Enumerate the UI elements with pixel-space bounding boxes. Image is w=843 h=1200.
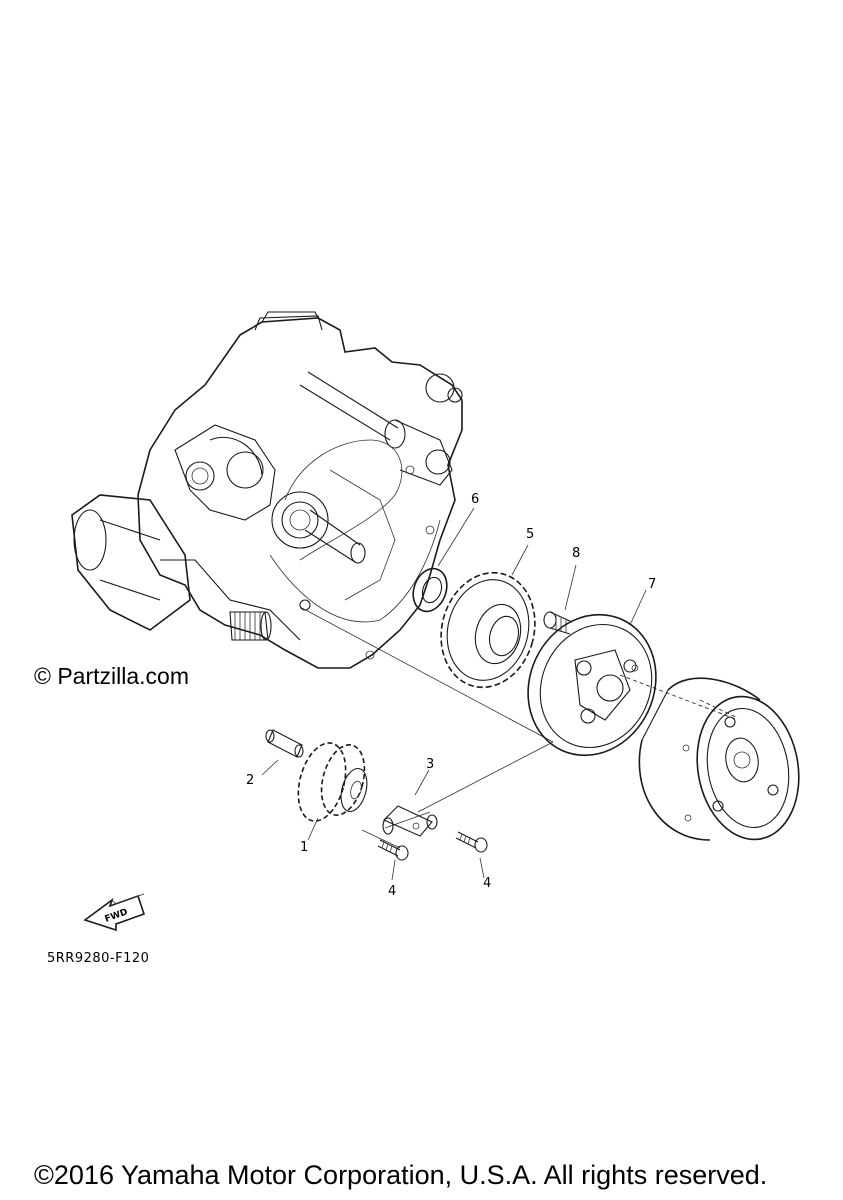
fwd-arrow-icon: FWD [83,893,146,932]
callout-7[interactable]: 7 [648,577,657,592]
callout-5[interactable]: 5 [526,527,535,542]
crankcase-assembly [71,311,463,669]
part-3-shaft [382,805,438,837]
callout-2[interactable]: 2 [246,773,255,788]
part-1-idler-gear [297,742,368,822]
watermark: © Partzilla.com [34,663,189,689]
part-4-screw-left [377,839,409,861]
callout-8[interactable]: 8 [572,546,581,561]
fwd-label: FWD [104,907,130,924]
part-2-pin [265,729,304,758]
callout-1[interactable]: 1 [300,840,309,855]
callout-3[interactable]: 3 [426,757,435,772]
part-4-screw-right [455,831,488,853]
callout-4-left[interactable]: 4 [388,884,397,899]
copyright-notice: ©2016 Yamaha Motor Corporation, U.S.A. A… [34,1160,768,1190]
flywheel-rotor [638,677,800,841]
callout-4-right[interactable]: 4 [483,876,492,891]
part-8-bolt [543,611,573,635]
callout-6[interactable]: 6 [471,492,480,507]
diagram-code: 5RR9280-F120 [47,951,150,966]
part-7-starter-clutch [527,613,657,757]
part-6-washer [412,567,448,613]
assembly-lines [261,507,739,881]
part-5-gear [440,571,536,689]
